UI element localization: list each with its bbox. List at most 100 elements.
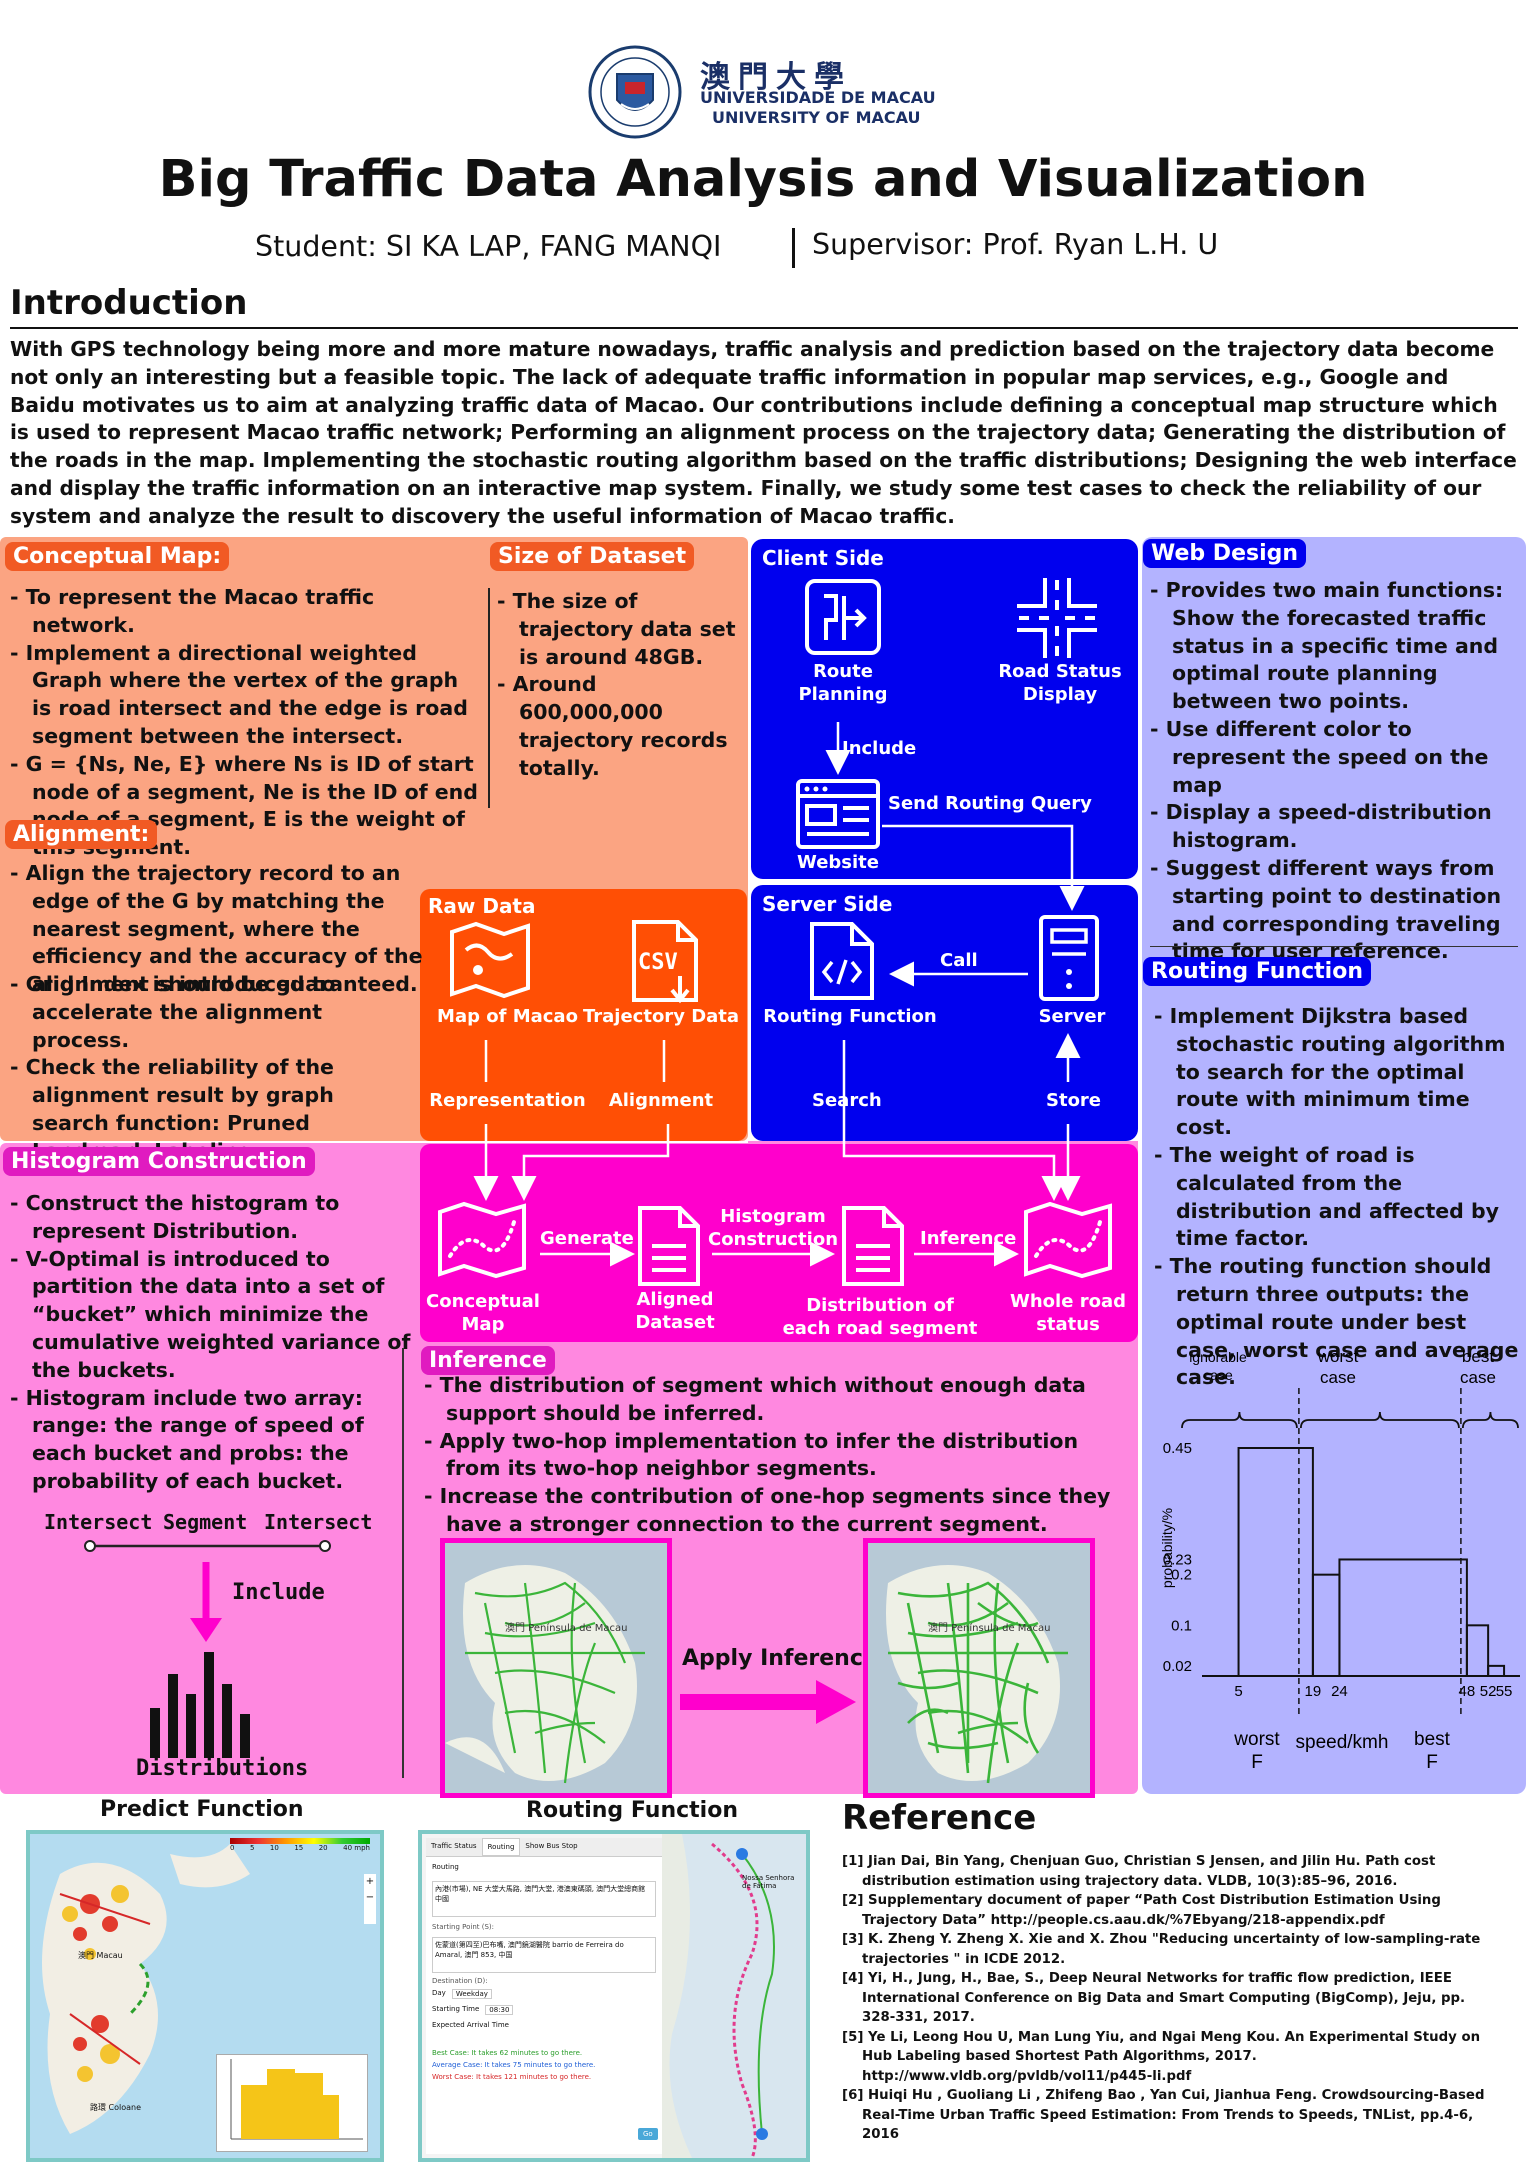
web-design-title: Web Design [1143,539,1307,568]
whole-road-icon [1022,1200,1114,1284]
university-name-pt: UNIVERSIDADE DE MACAU [700,88,936,107]
university-logo [587,44,683,140]
intro-heading: Introduction [10,283,248,323]
histogram-construction-label: Histogram Construction [707,1206,839,1250]
dataset-list: - The size of trajectory data set is aro… [497,588,742,783]
pink-divider [402,1348,404,1778]
client-side-title: Client Side [762,546,884,570]
map-label-after: 澳門 Península de Macau [928,1621,1051,1634]
distribution-bars-icon [150,1652,250,1758]
dataset-title: Size of Dataset [490,542,695,571]
legend-value: 0 [230,1844,235,1852]
y-tick-label: 0.45 [1163,1440,1192,1457]
routing-function-title: Routing Function [1143,957,1371,986]
predict-caption: Predict Function [100,1797,304,1822]
server-icon [1038,914,1100,1006]
histogram-bar [1487,1664,1506,1678]
worst-case-result: Worst Case: It takes 121 minutes to go t… [432,2073,592,2081]
alignment-item: - Grid Index is introduced to accelerate… [10,972,336,1052]
tab-show-bus-stop[interactable]: Show Bus Stop [525,1842,578,1850]
mini-histogram [216,2054,368,2152]
reference-heading: Reference [842,1798,1037,1838]
go-button[interactable]: Go [638,2128,658,2140]
raw-data-title: Raw Data [428,894,536,918]
route-planning-icon [804,578,882,660]
vertical-divider [488,588,490,808]
time-input[interactable]: 08:30 [485,2005,514,2015]
apply-inference-arrow [680,1680,856,1724]
best-f-label: best [1414,1729,1451,1750]
worst-case-label: case [1320,1368,1356,1387]
dest-label: Destination (D): [432,1977,488,1985]
conceptual-map-item: - To represent the Macao traffic network… [10,585,375,637]
web-design-item: - Suggest different ways from starting p… [1150,855,1502,964]
reference-item: [4] Yi, H., Jung, H., Bae, S., Deep Neur… [842,1971,1466,2025]
inference-item: - Increase the contribution of one-hop s… [424,1484,1111,1536]
representation-label: Representation [429,1090,586,1111]
include-text: Include [232,1580,325,1605]
distribution-icon [840,1204,906,1292]
histogram-construction-list: - Construct the histogram to represent D… [10,1190,420,1496]
map-of-macao-label: Map of Macao [437,1006,578,1027]
legend-value: 10 [269,1844,279,1852]
histogram-item: - Construct the histogram to represent D… [10,1191,340,1243]
dest-field[interactable]: 佐蒙道(第四至)巴布嘴, 澳門鏡湖醫院 barrio de Ferreira d… [432,1937,656,1973]
tab-traffic-status[interactable]: Traffic Status [431,1842,477,1850]
intersect-right-label: Intersect [264,1510,373,1534]
routing-function-item: - The weight of road is calculated from … [1154,1142,1500,1251]
routing-function-list: - Implement Dijkstra based stochastic ro… [1154,1003,1519,1392]
map-before-inference: 澳門 Península de Macau [440,1538,672,1798]
start-field[interactable]: 內港(市場), NE 大堂大馬路, 澳門大堂, 港澳東碼頭, 澳門大堂總商館 中… [432,1881,656,1917]
zoom-controls[interactable]: +− [364,1874,376,1924]
inference-title: Inference [421,1346,555,1375]
brace [1461,1411,1519,1429]
y-tick-label: 0.23 [1163,1551,1192,1568]
server-label: Server [1038,1006,1106,1027]
arrival-label: Expected Arrival Time [432,2021,509,2029]
day-select[interactable]: Weekday [451,1989,492,1999]
web-design-item: - Use different color to represent the s… [1150,716,1489,797]
web-design-item: - Provides two main functions: Show the … [1150,578,1504,714]
histogram-item: - Histogram include two array: range: th… [10,1385,364,1493]
server-side-panel [751,885,1138,1141]
histogram-bar [1311,1573,1341,1678]
speed-legend: 0 5 10 15 20 40 mph [230,1838,370,1856]
web-design-rule [1150,946,1518,947]
legend-value: 40 mph [343,1844,370,1852]
x-axis-label: speed/kmh [1296,1732,1389,1753]
trajectory-data-label: Trajectory Data [582,1006,740,1027]
histogram-bar [1465,1624,1490,1678]
dataset-item: - Around 600,000,000 trajectory records … [497,672,728,780]
map-icon [448,920,532,1004]
aligned-dataset-label: Aligned Dataset [635,1289,715,1333]
alignment-list-top: - Align the trajectory record to an edge… [10,860,730,999]
store-label: Store [1046,1090,1102,1111]
conceptual-map-list: - To represent the Macao traffic network… [10,584,480,862]
web-design-item: - Display a speed-distribution histogram… [1150,800,1492,853]
tab-routing[interactable]: Routing [481,1838,521,1856]
send-query-label: Send Routing Query [888,793,1092,814]
legend-value: 20 [318,1844,328,1852]
aligned-dataset-icon [636,1204,702,1292]
routing-function-item: - The routing function should return thr… [1154,1254,1519,1390]
histogram-item: - V-Optimal is introduced to partition t… [10,1246,411,1382]
best-f-label: F [1426,1752,1438,1773]
map-area: Nossa Senhora de Fátima [662,1834,806,2158]
intro-rule [10,327,1518,329]
y-axis-label: probability/% [1159,1508,1175,1588]
reference-item: [5] Ye Li, Leong Hou U, Man Lung Yiu, an… [842,2029,1481,2084]
x-tick-label: 19 [1305,1683,1322,1700]
alignment-title: Alignment: [5,820,158,849]
routing-screenshot: Nossa Senhora de Fátima Traffic Status R… [418,1830,810,2162]
reference-item: [2] Supplementary document of paper “Pat… [842,1893,1441,1928]
supervisor: Supervisor: Prof. Ryan L.H. U [812,228,1219,261]
raw-data-panel [420,889,747,1141]
conceptual-map-title: Conceptual Map: [5,542,230,571]
worst-case-label: worst [1317,1347,1359,1366]
coloane-label: 路環 Coloane [90,2103,142,2112]
reference-item: [3] K. Zheng Y. Zheng X. Xie and X. Zhou… [842,1932,1481,1967]
best-case-label: case [1460,1368,1496,1387]
reference-item: [1] Jian Dai, Bin Yang, Chenjuan Guo, Ch… [842,1854,1436,1889]
csv-label: CSV [638,950,678,975]
road-status-label: Road Status Display [998,661,1122,705]
